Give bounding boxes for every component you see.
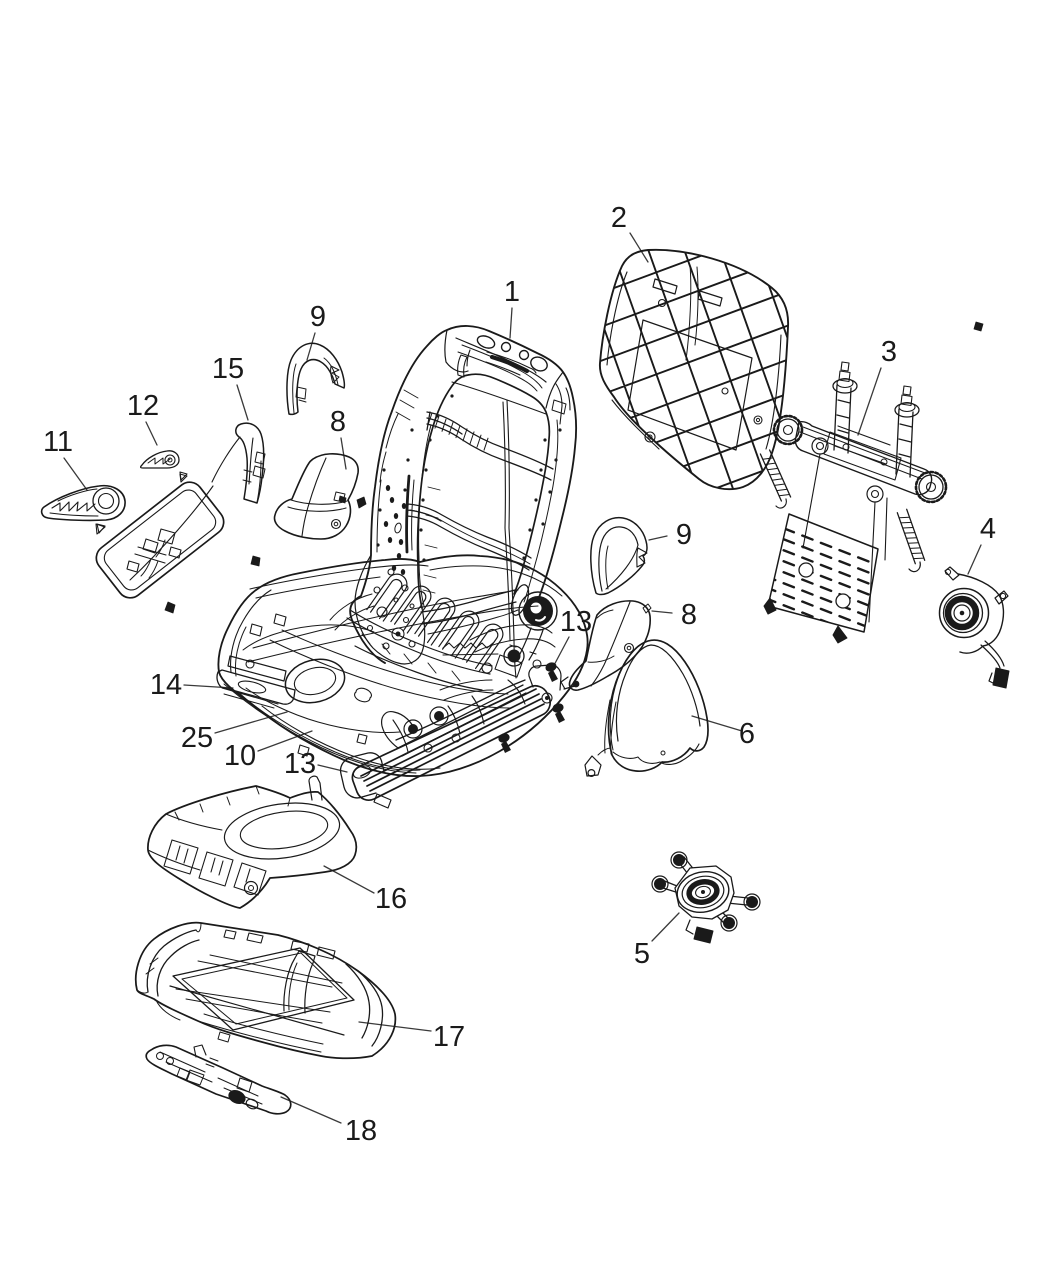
svg-text:13: 13	[284, 748, 316, 780]
svg-text:25: 25	[181, 722, 213, 754]
svg-text:6: 6	[739, 718, 755, 750]
svg-text:11: 11	[43, 426, 73, 458]
svg-text:2: 2	[611, 202, 627, 234]
svg-text:9: 9	[676, 519, 692, 551]
svg-text:15: 15	[212, 353, 244, 385]
svg-text:8: 8	[330, 406, 346, 438]
svg-text:10: 10	[224, 740, 256, 772]
svg-text:4: 4	[980, 513, 996, 545]
svg-text:8: 8	[681, 599, 697, 631]
svg-text:9: 9	[310, 301, 326, 333]
svg-text:16: 16	[375, 883, 407, 915]
svg-text:12: 12	[127, 390, 159, 422]
svg-text:18: 18	[345, 1115, 377, 1147]
svg-text:17: 17	[433, 1021, 465, 1053]
svg-text:1: 1	[504, 276, 520, 308]
svg-text:14: 14	[150, 669, 182, 701]
svg-text:3: 3	[881, 336, 897, 368]
svg-text:5: 5	[634, 938, 650, 970]
